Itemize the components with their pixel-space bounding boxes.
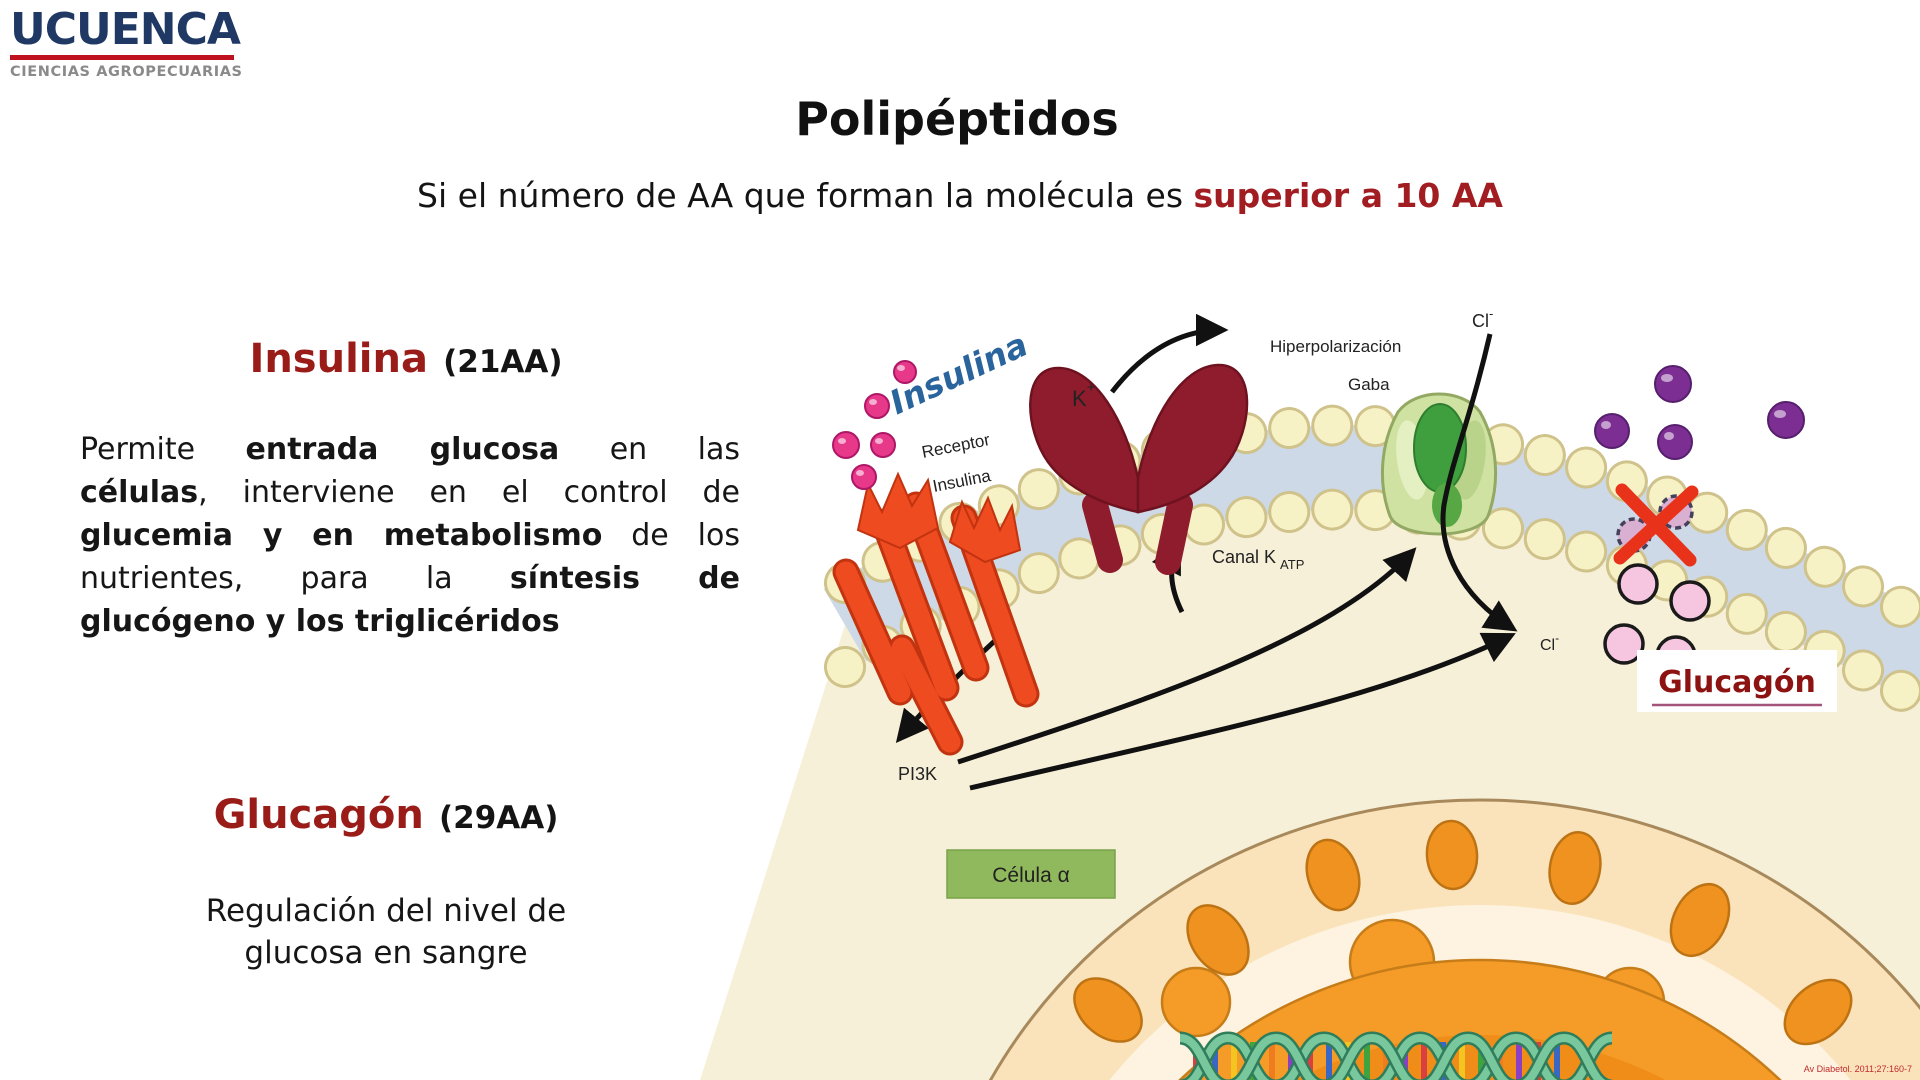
k-ion-label: K+	[1072, 379, 1096, 411]
university-logo: UCUENCA CIENCIAS AGROPECUARIAS	[10, 6, 243, 80]
red-x-icon	[1613, 483, 1699, 567]
glucagon-description-line2: glucosa en sangre	[244, 935, 528, 971]
katp-channel	[1029, 363, 1249, 575]
logo-wordmark: UCUENCA	[10, 4, 241, 55]
insulina-section-heading: Insulina (21AA)	[86, 336, 726, 382]
glucagon-aa-count: (29AA)	[438, 800, 559, 836]
insulina-paragraph-line: glucemia y en metabolismo de los	[80, 518, 740, 553]
slide-subtitle: Si el número de AA que forman la molécul…	[0, 176, 1920, 215]
hyperpolarization-label: Hiperpolarización	[1270, 337, 1401, 356]
nucleus	[989, 798, 1920, 1080]
k-efflux-arrow	[1110, 313, 1229, 394]
cl-bottom-label: Cl-	[1540, 631, 1559, 654]
cl-flux-line	[1440, 333, 1518, 632]
dna-helix	[1178, 1031, 1614, 1080]
celula-alfa-label: Célula α	[992, 864, 1070, 887]
pi3k-label: PI3K	[898, 764, 937, 784]
nuclear-pores	[1073, 819, 1853, 1046]
subtitle-highlight: superior a 10 AA	[1193, 176, 1503, 215]
subtitle-text: Si el número de AA que forman la molécul…	[417, 176, 1194, 215]
insulina-paragraph-line: Permite entrada glucosa en las	[80, 432, 740, 467]
purple-molecules	[1594, 365, 1805, 460]
logo-department: CIENCIAS AGROPECUARIAS	[10, 64, 243, 80]
blocked-channel	[1613, 483, 1699, 567]
logo-underline	[10, 55, 234, 60]
receptor-label-line1: Receptor	[920, 430, 992, 462]
citation: Av Diabetol. 2011;27:160-7	[1803, 1064, 1912, 1074]
insulina-heading-text: Insulina	[249, 336, 428, 382]
insulina-aa-count: (21AA)	[443, 344, 563, 380]
insulina-paragraph-line: células, interviene en el control de	[80, 475, 740, 510]
arrow-to-gaba-channel	[957, 547, 1417, 765]
glucagon-description: Regulación del nivel de glucosa en sangr…	[66, 890, 706, 974]
insulin-receptor	[832, 471, 1040, 756]
cl-top-label: Cl-	[1472, 306, 1493, 331]
page-title: Polipéptidos	[795, 92, 1119, 146]
glucagon-description-line1: Regulación del nivel de	[205, 893, 567, 929]
glucagon-box-label: Glucagón	[1658, 665, 1816, 700]
insulin-molecules	[832, 360, 917, 490]
insulina-paragraph-line: nutrientes, para la síntesis de	[80, 561, 740, 596]
gaba-label: Gaba	[1348, 375, 1390, 394]
celula-alfa-box: Célula α	[946, 849, 1116, 899]
insulina-paragraph-line: glucógeno y los triglicéridos	[80, 604, 560, 639]
glucagon-heading-text: Glucagón	[213, 792, 424, 838]
glucagon-section-heading: Glucagón (29AA)	[66, 792, 706, 838]
gaba-channel	[1381, 392, 1497, 536]
arrow-to-cl-exit	[969, 632, 1516, 791]
glucagon-label-box: Glucagón	[1637, 650, 1837, 712]
insulina-paragraph: Permite entrada glucosa en las células, i…	[80, 428, 740, 643]
